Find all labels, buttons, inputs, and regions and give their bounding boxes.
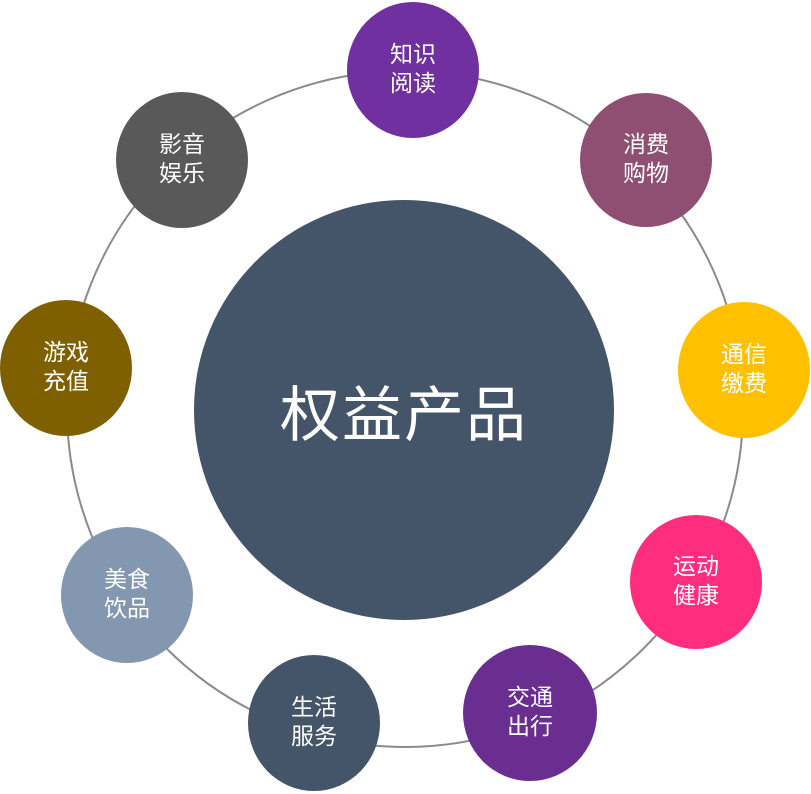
node-yingyin-yule: 影音 娱乐 (116, 92, 248, 228)
node-label-line: 影音 (159, 132, 205, 158)
node-label-line: 知识 (390, 42, 436, 68)
node-label-line: 健康 (673, 583, 719, 609)
node-label-line: 饮品 (104, 596, 150, 622)
center-label: 权益产品 (280, 380, 528, 451)
node-label-line: 消费 (623, 132, 669, 158)
node-label-line: 购物 (623, 161, 669, 187)
center-circle: 权益产品 (194, 200, 614, 620)
node-label-line: 出行 (507, 714, 553, 740)
node-zhishi-yuedu: 知识 阅读 (347, 2, 479, 138)
node-youxi-chongzhi: 游戏 充值 (0, 300, 132, 436)
node-label-line: 阅读 (390, 71, 436, 97)
node-meishi-yinpin: 美食 饮品 (61, 527, 193, 663)
node-label-line: 游戏 (43, 340, 89, 366)
node-jiaotong-chuxing: 交通 出行 (463, 645, 597, 781)
node-yundong-jiankang: 运动 健康 (630, 515, 762, 649)
node-label-line: 生活 (291, 695, 337, 721)
node-label-line: 交通 (507, 685, 553, 711)
node-tongxin-jiaofei: 通信 缴费 (678, 302, 810, 438)
node-xiaofei-gouwu: 消费 购物 (580, 93, 712, 227)
node-label-line: 通信 (721, 342, 767, 368)
node-label-line: 运动 (673, 554, 719, 580)
node-label-line: 充值 (43, 369, 89, 395)
node-shenghuo-fuwu: 生活 服务 (248, 655, 380, 791)
node-label-line: 娱乐 (159, 161, 205, 187)
node-label-line: 美食 (104, 567, 150, 593)
node-label-line: 服务 (291, 724, 337, 750)
node-label-line: 缴费 (721, 371, 767, 397)
